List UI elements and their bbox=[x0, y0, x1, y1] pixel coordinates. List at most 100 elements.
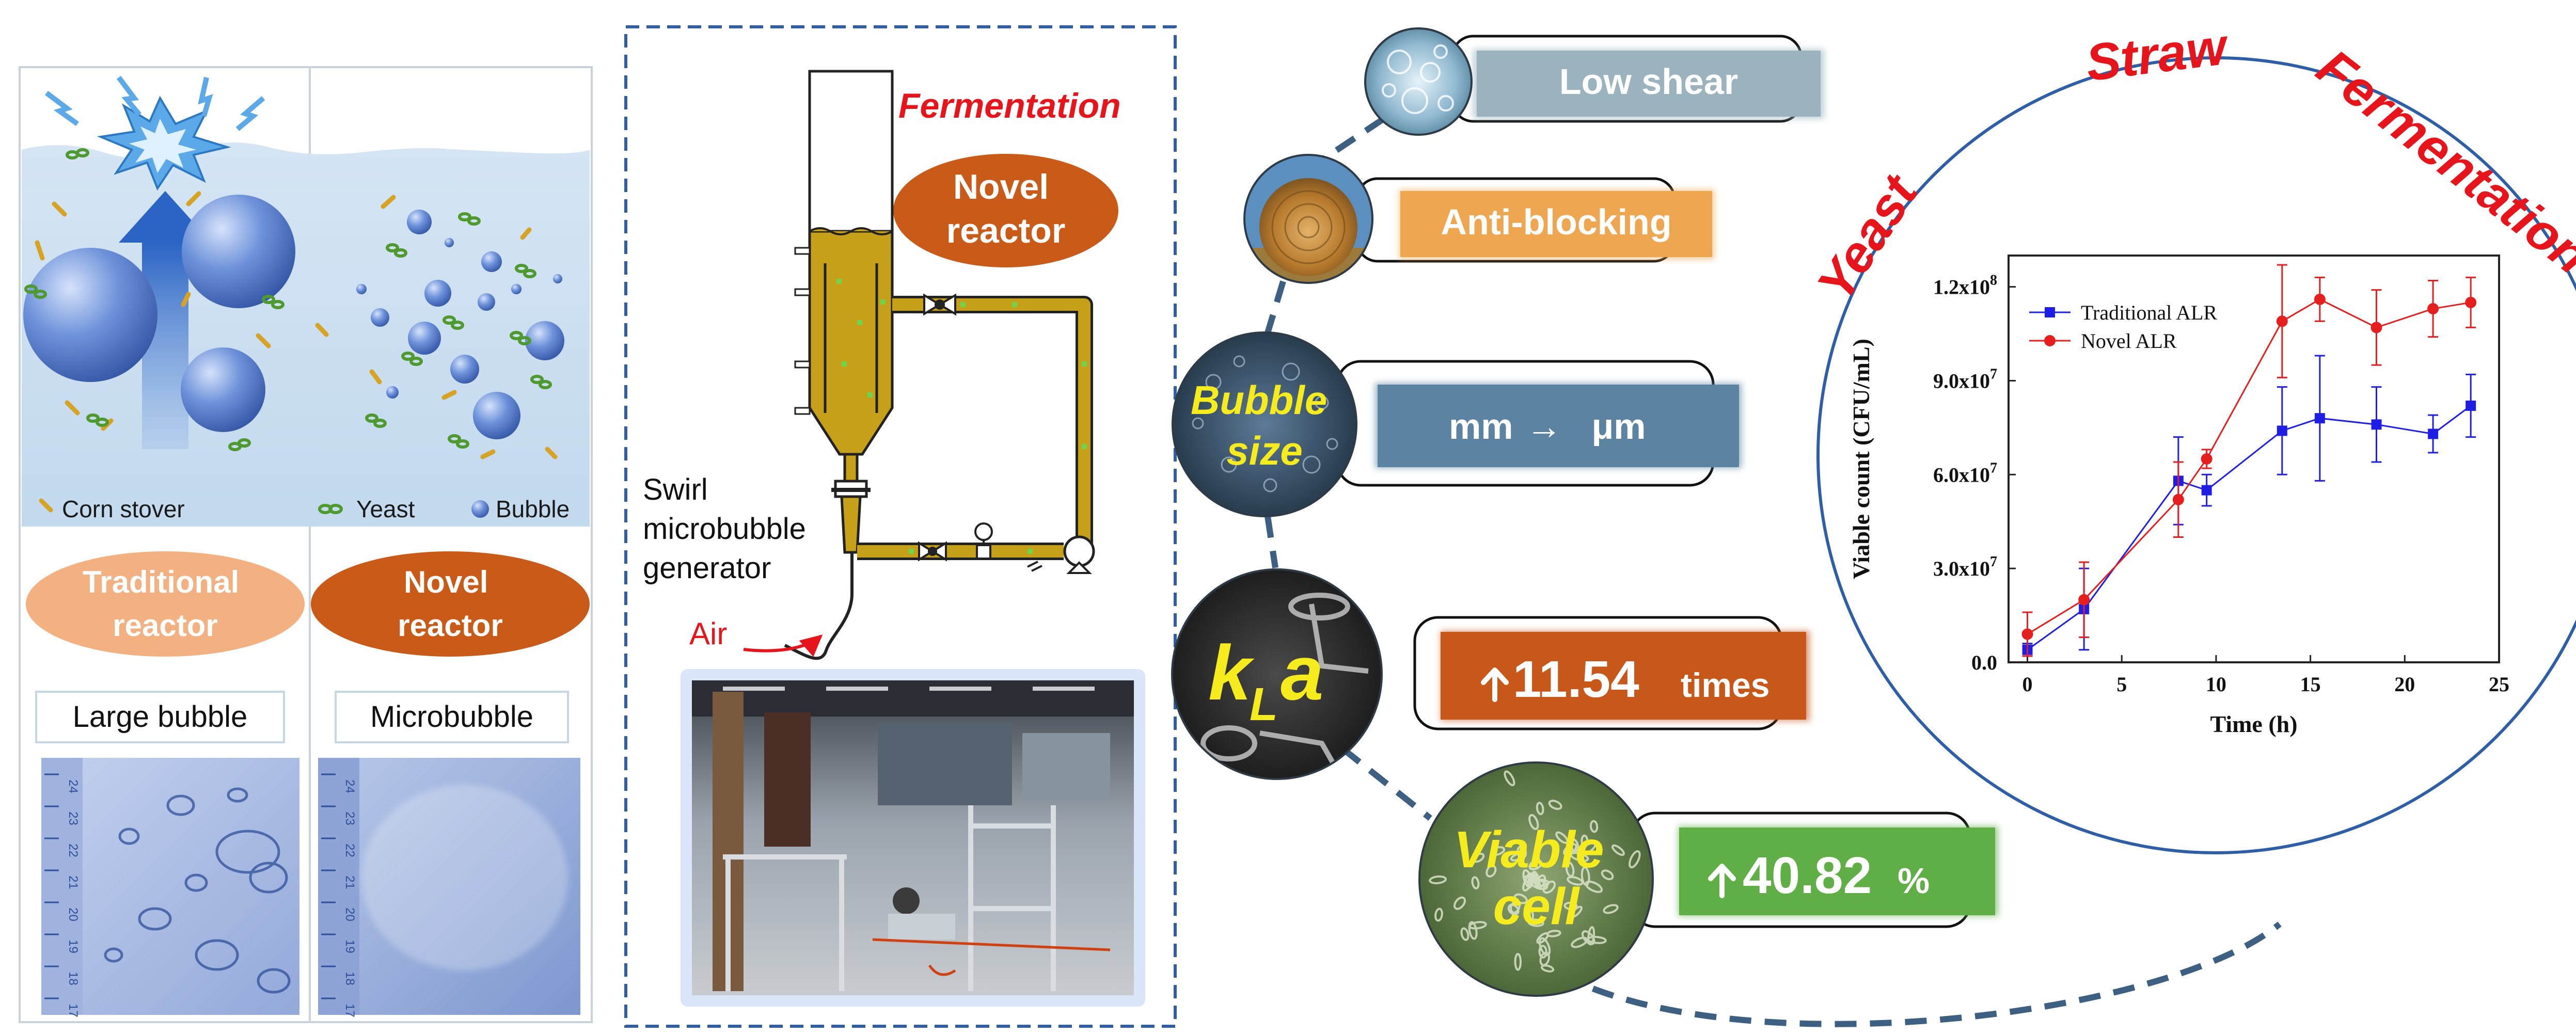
ruler-tick-label: 18 bbox=[343, 972, 357, 985]
pump-icon bbox=[1027, 535, 1095, 574]
bubble-size-change: mm → μm bbox=[1449, 406, 1646, 447]
ruler-tick-label: 21 bbox=[66, 876, 80, 889]
data-point bbox=[2021, 628, 2033, 640]
viable-cell-circle-label: Viable cell bbox=[1454, 821, 1619, 935]
y-tick-label: 9.0x107 bbox=[1933, 366, 1997, 392]
viable-increase: 40.82 % bbox=[1708, 847, 1930, 904]
novel-reactor-label: Novel reactor bbox=[398, 565, 502, 643]
ruler-tick-label: 23 bbox=[343, 812, 357, 825]
y-tick-label: 1.2x108 bbox=[1933, 273, 1997, 299]
viable-increase-value: 40.82 bbox=[1743, 847, 1872, 904]
bubble-photo bbox=[1173, 332, 1356, 516]
series-layer bbox=[2021, 264, 2477, 657]
ruler-tick-label: 21 bbox=[343, 876, 357, 889]
y-tick-label: 0.0 bbox=[1971, 651, 1997, 674]
yeast-cells-photo bbox=[1419, 762, 1653, 996]
novel-reactor-oval-label: Novel reactor bbox=[946, 167, 1066, 250]
novel-reactor-badge bbox=[311, 551, 590, 657]
data-point bbox=[2276, 315, 2288, 327]
x-tick-label: 25 bbox=[2489, 673, 2509, 696]
data-point bbox=[2427, 303, 2439, 315]
air-line bbox=[784, 552, 854, 660]
flowmeter-icon bbox=[974, 522, 993, 560]
valve-icon-lower bbox=[918, 541, 947, 562]
x-tick-label: 10 bbox=[2206, 673, 2226, 696]
kla-increase: 11.54 times bbox=[1481, 650, 1769, 708]
data-point bbox=[2314, 293, 2326, 305]
ruler-tick-label: 19 bbox=[343, 940, 357, 953]
data-point bbox=[2172, 494, 2184, 505]
data-point bbox=[2370, 322, 2382, 333]
up-arrow-icon bbox=[1708, 864, 1736, 898]
air-label: Air bbox=[689, 616, 727, 651]
data-point bbox=[2201, 453, 2212, 465]
data-point bbox=[2371, 419, 2382, 430]
legend-label: Traditional ALR bbox=[2081, 301, 2217, 324]
x-axis-label: Time (h) bbox=[2210, 711, 2297, 737]
ruler-tick-label: 17 bbox=[343, 1004, 357, 1017]
valve-icon bbox=[923, 293, 956, 316]
legend-corn-stover: Corn stover bbox=[62, 496, 185, 522]
data-point bbox=[2277, 425, 2287, 436]
large-bubble-caption: Large bubble bbox=[73, 700, 248, 734]
traditional-reactor-badge bbox=[26, 551, 305, 657]
large-bubbles bbox=[23, 195, 295, 432]
microbubble-caption: Microbubble bbox=[370, 700, 533, 734]
ruler-tick-label: 24 bbox=[66, 780, 80, 793]
air-arrow bbox=[743, 634, 823, 657]
bubble-legend-icon bbox=[471, 500, 489, 518]
x-tick-label: 0 bbox=[2022, 673, 2033, 696]
data-point bbox=[2466, 400, 2476, 411]
kla-increase-unit: times bbox=[1681, 666, 1769, 704]
data-point bbox=[2428, 428, 2439, 439]
ruler-tick-label: 22 bbox=[343, 844, 357, 857]
microbubble-photo: 24 23 22 21 20 19 18 17 bbox=[318, 758, 580, 1017]
plot-frame bbox=[2008, 254, 2500, 663]
novel-reactor-oval bbox=[893, 154, 1118, 267]
ruler-tick-label: 20 bbox=[343, 908, 357, 921]
features-column: Low shear Anti-blocking mm bbox=[1171, 27, 2282, 1027]
yeast-particles bbox=[24, 148, 552, 451]
traditional-reactor-label: Traditional reactor bbox=[83, 565, 248, 643]
reactor-panel: Fermentation Novel reactor bbox=[624, 25, 1177, 1028]
y-axis-label: Viable count (CFU/mL) bbox=[1848, 339, 1874, 579]
kla-symbol: k L a bbox=[1208, 629, 1323, 737]
y-axis-ticks: 0.0 3.0x107 6.0x107 9.0x107 1.2x108 bbox=[1933, 273, 2016, 674]
anti-blocking-label: Anti-blocking bbox=[1441, 202, 1671, 242]
ring-label-straw: Straw bbox=[2083, 17, 2233, 92]
chart-legend: Traditional ALR Novel ALR bbox=[2029, 301, 2217, 353]
ring-label-yeast: Yeast bbox=[1806, 164, 1930, 311]
dashed-connector bbox=[1265, 116, 2282, 1027]
straw-bale-photo bbox=[1244, 155, 1372, 283]
reactor-column bbox=[794, 70, 894, 554]
burst-icon bbox=[45, 76, 265, 191]
y-tick-label: 6.0x107 bbox=[1933, 460, 1997, 486]
legend-bubble: Bubble bbox=[496, 496, 570, 522]
ruler-ticks-right: 24 23 22 21 20 19 18 17 bbox=[321, 773, 357, 1017]
up-arrow-icon bbox=[1481, 667, 1509, 702]
ruler-tick-label: 24 bbox=[343, 780, 357, 793]
y-tick-label: 3.0x107 bbox=[1933, 554, 1997, 580]
x-tick-label: 20 bbox=[2394, 673, 2415, 696]
comparison-panel: Corn stover Yeast Bubble Traditional rea… bbox=[19, 66, 593, 1023]
lab-setup-photo bbox=[681, 669, 1145, 1007]
ruler-tick-label: 23 bbox=[66, 812, 80, 825]
x-tick-label: 15 bbox=[2300, 673, 2321, 696]
ice-bubbles-photo bbox=[1365, 28, 1472, 135]
generator-label: Swirl microbubble generator bbox=[643, 473, 814, 585]
kla-increase-value: 11.54 bbox=[1513, 650, 1639, 708]
low-shear-label: Low shear bbox=[1559, 61, 1738, 102]
data-point bbox=[2465, 296, 2477, 308]
ruler-tick-label: 22 bbox=[66, 844, 80, 857]
legend-label: Novel ALR bbox=[2081, 329, 2177, 353]
ruler-tick-label: 20 bbox=[66, 908, 80, 921]
fermentation-title: Fermentation bbox=[898, 86, 1121, 125]
viable-increase-unit: % bbox=[1898, 861, 1930, 901]
corn-stover-legend-icon bbox=[39, 498, 53, 513]
data-point bbox=[2314, 413, 2325, 424]
legend-marker bbox=[2044, 335, 2056, 346]
